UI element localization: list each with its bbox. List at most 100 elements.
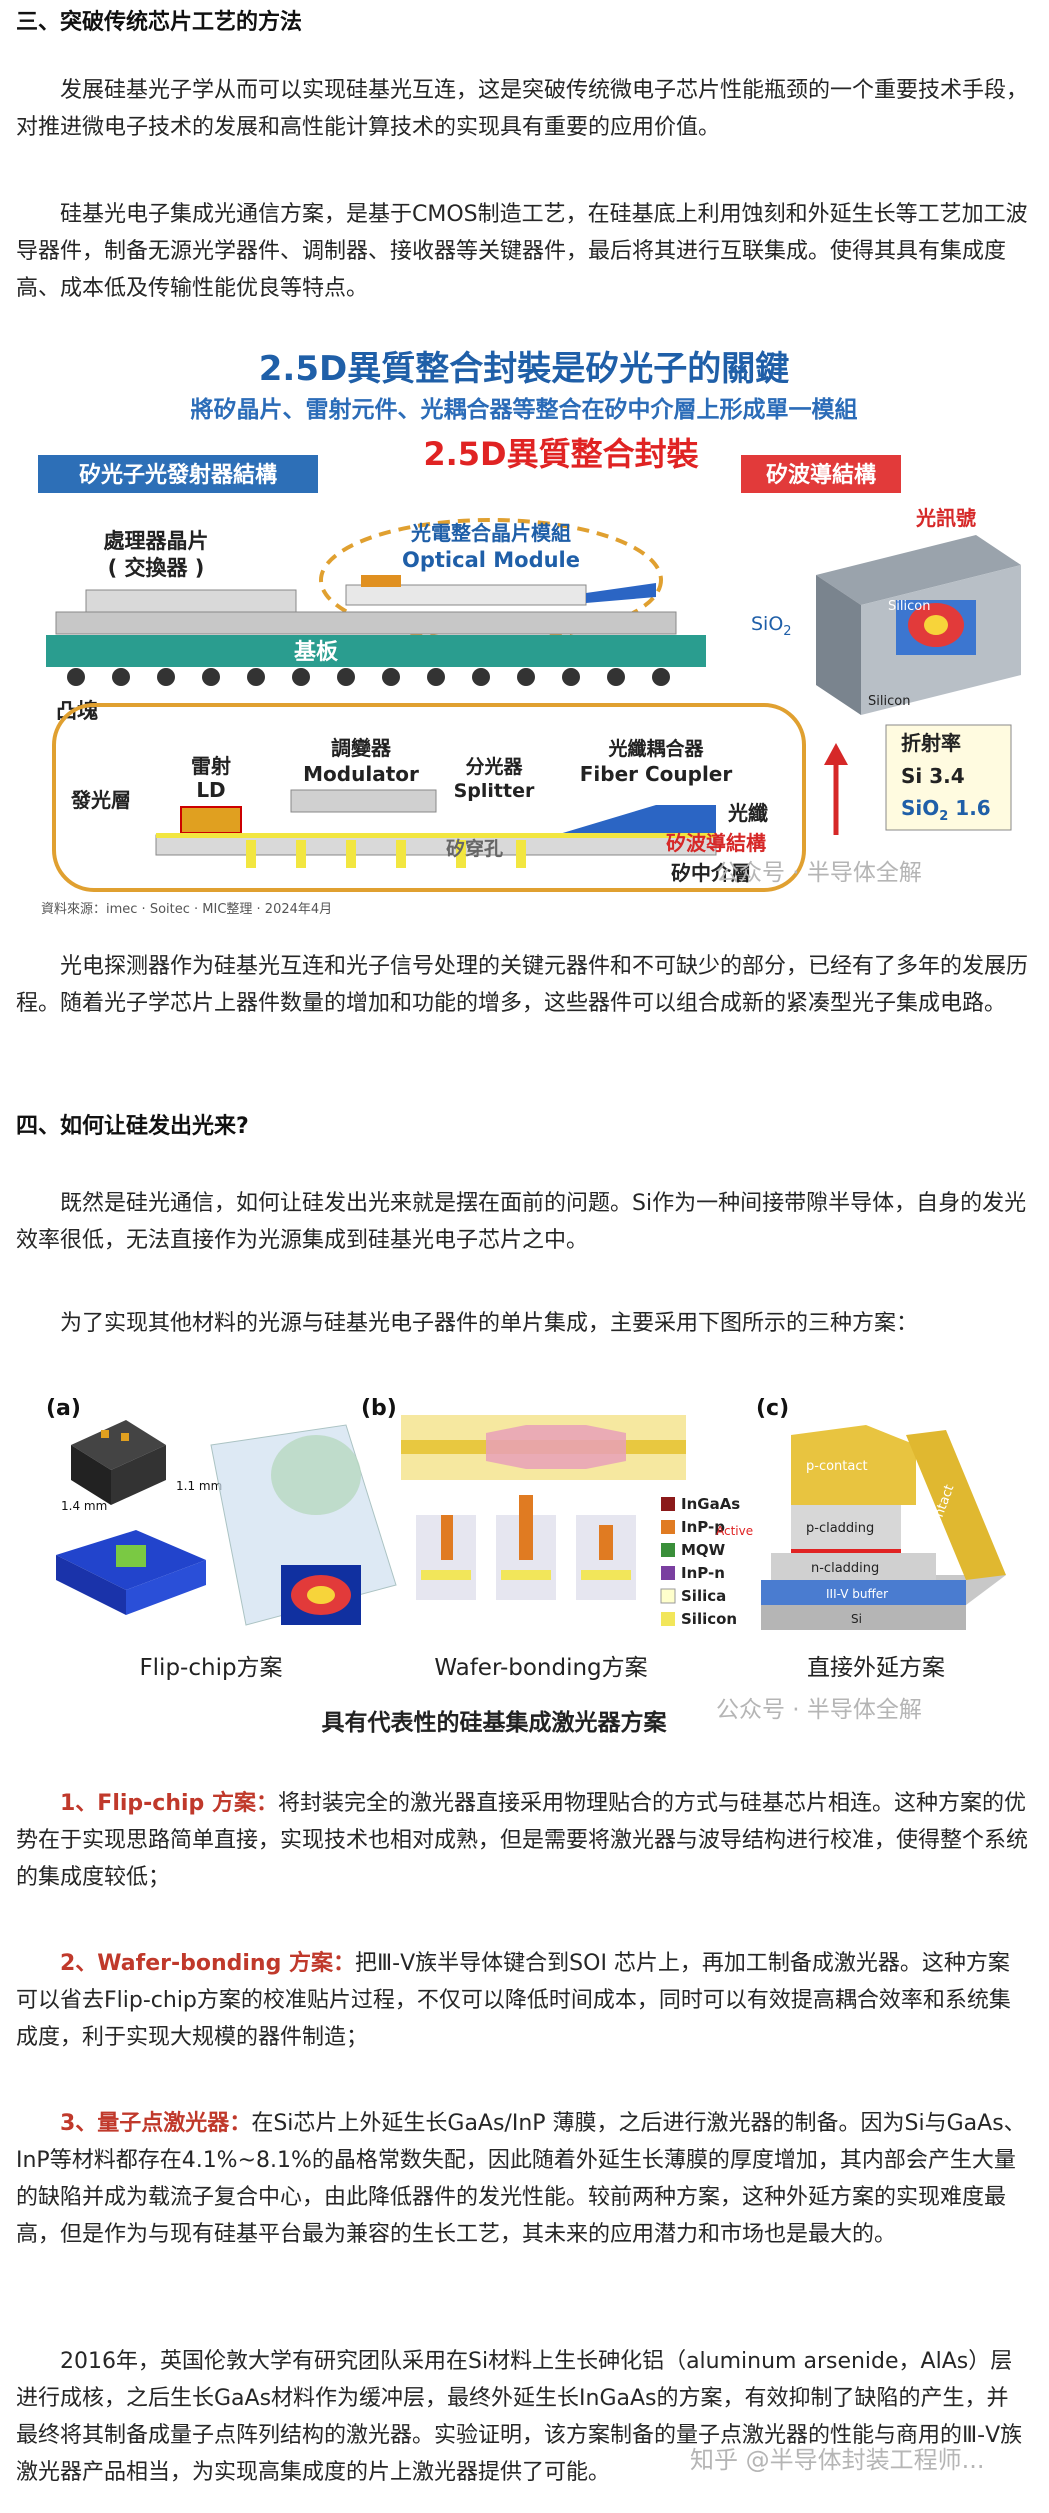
caption-b: Wafer-bonding方案 <box>434 1655 647 1681</box>
right-tag: 矽波導結構 <box>766 462 876 488</box>
legend-item: InP-n <box>681 1564 725 1582</box>
module-en: Optical Module <box>402 548 580 572</box>
detail-box <box>52 703 806 892</box>
figure-source: 資料來源：imec · Soitec · MIC整理 · 2024年4月 <box>41 902 332 917</box>
processor-label: 處理器晶片 <box>104 529 209 553</box>
figure-watermark: 公众号 · 半导体全解 <box>716 1697 922 1723</box>
legend-item: Silicon <box>681 1610 737 1628</box>
modulator-cn-label: 調變器 <box>331 736 392 760</box>
laser-mini <box>361 575 401 587</box>
chip-right <box>111 1445 166 1505</box>
ri-sio2: SiO2 1.6 <box>901 796 991 824</box>
scheme-1-label: 1、Flip-chip 方案： <box>60 1791 278 1816</box>
modulator-block <box>290 789 437 813</box>
caption-c: 直接外延方案 <box>807 1655 945 1681</box>
chip-left <box>71 1445 111 1505</box>
substrate-bar <box>46 635 706 667</box>
n-contact-block <box>906 1430 1006 1580</box>
legend: InGaAs InP-p MQW InP-n Silica Silicon <box>660 1495 740 1628</box>
paragraph: 既然是硅光通信，如何让硅发出光来就是摆在面前的问题。Si作为一种间接带隙半导体，… <box>16 1191 1027 1253</box>
si-substrate <box>761 1605 966 1630</box>
beam-profile-center <box>307 1586 335 1604</box>
figure-laser-svg: (a) 1.4 mm 1.1 mm (b) <box>46 1396 1006 1736</box>
figure-caption: 具有代表性的硅基集成激光器方案 <box>322 1709 668 1736</box>
buffer-label: III-V buffer <box>826 1587 888 1601</box>
figure-2-5d-svg: 2.5D異質整合封裝是矽光子的關鍵 將矽晶片、雷射元件、光耦合器等整合在矽中介層… <box>38 349 1021 917</box>
processor-chip <box>85 589 297 613</box>
section-3-heading: 三、突破传统芯片工艺的方法 <box>16 10 303 35</box>
signal-arrow-head <box>824 743 848 765</box>
p-cladding-layer <box>791 1505 901 1549</box>
waveguide-side <box>816 575 861 715</box>
caption-a: Flip-chip方案 <box>139 1655 282 1681</box>
interposer-upper <box>55 611 677 635</box>
legend-item: InGaAs <box>681 1495 740 1513</box>
stage-right <box>126 1560 206 1615</box>
legend-item: Silica <box>681 1587 726 1605</box>
signal-label: 光訊號 <box>915 506 976 530</box>
figure-title: 2.5D異質整合封裝是矽光子的關鍵 <box>259 349 789 389</box>
p-cladding-label: p-cladding <box>806 1521 874 1536</box>
waveguide-label: 矽波導結構 <box>666 831 766 855</box>
interposer-label: 矽中介層 <box>671 861 751 885</box>
figure-2-5d-packaging: 2.5D異質整合封裝是矽光子的關鍵 將矽晶片、雷射元件、光耦合器等整合在矽中介層… <box>16 335 1033 925</box>
ri-si: Si 3.4 <box>901 764 965 788</box>
label-c: (c) <box>756 1396 789 1421</box>
silicon-label-bottom: Silicon <box>868 694 910 709</box>
active-layer <box>791 1549 901 1553</box>
lens <box>271 1435 361 1515</box>
device-cross-sections <box>416 1495 636 1600</box>
paragraph: 为了实现其他材料的光源与硅基光电子器件的单片集成，主要采用下图所示的三种方案： <box>60 1311 919 1336</box>
taper <box>486 1425 626 1469</box>
legend-swatch <box>661 1520 675 1534</box>
legend-swatch <box>661 1497 675 1511</box>
switch-label: ( 交換器 ) <box>108 556 205 580</box>
optical-module-chip <box>345 584 587 606</box>
ri-title: 折射率 <box>901 731 961 755</box>
substrate-label: 基板 <box>294 640 339 665</box>
p-contact-label: p-contact <box>806 1459 868 1474</box>
mode-center <box>924 615 948 635</box>
splitter-cn-label: 分光器 <box>465 755 523 778</box>
si-label: Si <box>851 1612 862 1626</box>
scheme-2-label: 2、Wafer-bonding 方案： <box>60 1951 355 1976</box>
buffer-layer <box>761 1580 966 1605</box>
light-layer-label: 發光層 <box>70 788 131 812</box>
paragraph: 光电探测器作为硅基光互连和光子信号处理的关键元器件和不可缺少的部分，已经有了多年… <box>16 954 1029 1016</box>
section-4-heading: 四、如何让硅发出光来? <box>16 1114 249 1139</box>
splitter-en-label: Splitter <box>454 780 535 802</box>
scheme-2-paragraph: 2、Wafer-bonding 方案：把Ⅲ-Ⅴ族半导体键合到SOI 芯片上，再加… <box>16 1945 1030 2056</box>
coupler-en-label: Fiber Coupler <box>580 762 733 786</box>
label-a: (a) <box>46 1396 81 1421</box>
left-tag: 矽光子光發射器結構 <box>79 462 277 488</box>
legend-swatch <box>661 1612 675 1626</box>
legend-swatch <box>661 1566 675 1580</box>
paragraph: 硅基光电子集成光通信方案，是基于CMOS制造工艺，在硅基底上利用蚀刻和外延生长等… <box>16 202 1028 301</box>
figure-subtitle: 將矽晶片、雷射元件、光耦合器等整合在矽中介層上形成單一模組 <box>191 396 858 423</box>
scheme-1-paragraph: 1、Flip-chip 方案：将封装完全的激光器直接采用物理贴合的方式与硅基芯片… <box>16 1785 1030 1896</box>
n-cladding-label: n-cladding <box>811 1561 879 1576</box>
zhihu-watermark: 知乎 @半导体封装工程师... <box>690 2446 985 2474</box>
legend-swatch <box>660 1588 676 1604</box>
chip-top <box>71 1420 166 1470</box>
waveguide-line <box>156 833 716 838</box>
figure-laser-schemes: (a) 1.4 mm 1.1 mm (b) <box>16 1385 1033 1755</box>
dim-label-2: 1.1 mm <box>176 1479 222 1493</box>
legend-item: InP-p <box>681 1518 725 1536</box>
scheme-3-label: 3、量子点激光器： <box>60 2111 252 2136</box>
bump-row <box>67 668 670 686</box>
laser-en-label: LD <box>196 778 225 802</box>
laser-chip <box>116 1545 146 1567</box>
refractive-index-box <box>885 724 1012 831</box>
coupler-cn-label: 光纖耦合器 <box>607 737 704 760</box>
n-cladding-layer <box>771 1553 936 1580</box>
paragraph: 发展硅基光子学从而可以实现硅基光互连，这是突破传统微电子芯片性能瓶颈的一个重要技… <box>16 78 1029 140</box>
scheme-3-paragraph: 3、量子点激光器：在Si芯片上外延生长GaAs/InP 薄膜，之后进行激光器的制… <box>16 2105 1030 2253</box>
right-tag-box <box>741 455 901 493</box>
fiber-label: 光纖 <box>727 801 768 825</box>
pad <box>121 1433 129 1441</box>
waveguide-top <box>816 535 1021 605</box>
p-contact-block <box>791 1425 916 1505</box>
module-cn: 光電整合晶片模組 <box>410 521 571 545</box>
